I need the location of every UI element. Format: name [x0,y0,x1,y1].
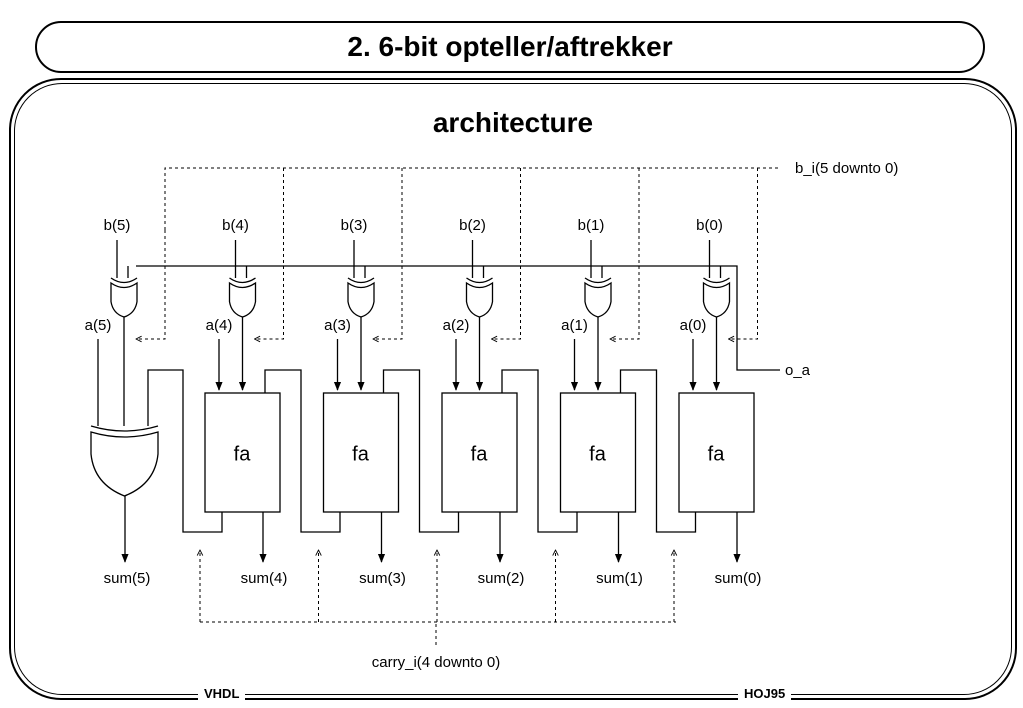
footer-author: HOJ95 [738,686,792,702]
stage-0: b(0) sum(0) fa a(0) [674,168,761,622]
sum-label: sum(3) [359,570,406,587]
sum-label: sum(1) [596,570,643,587]
xor-gate-3-body [347,281,375,318]
xor-gate-0-back [703,277,730,284]
a-label: a(4) [206,317,233,334]
xor-gate-4 [228,277,257,318]
page-title: 2. 6-bit opteller/aftrekker [347,31,673,62]
fa-label: fa [471,443,489,465]
fa-block [322,392,400,513]
bus-b-label: b_i(5 downto 0) [795,160,898,177]
carry-line [619,369,697,533]
bus-drop-arrow [255,230,284,339]
xor-gate-5-body [110,281,138,318]
bus-drop-arrow [610,230,640,339]
a-label: a(5) [85,317,112,334]
xor-gate-1-body [584,281,612,318]
bus-drop-arrow [492,230,521,339]
bus-drop-arrow [136,230,166,339]
a-label: a(0) [680,317,707,334]
stage-2: b(2) sum(2) fa a(2) [437,168,578,622]
b-label: b(3) [341,217,368,234]
fa-block [441,392,518,513]
stage-1: b(1) sum(1) fa a(1) [556,168,697,622]
architecture-heading: architecture [433,107,593,138]
fa-block [204,392,281,513]
xor-gate-2-body [465,281,494,318]
xor-gate-1-back [584,277,612,284]
xor-gate-3-back [347,277,375,284]
fa-label: fa [589,443,607,465]
xor-gate-5-back [110,277,138,284]
oa-line [136,265,780,371]
slide-frame [9,78,1017,700]
sum-label: sum(5) [104,570,151,587]
slide-frame-inner [14,83,1012,695]
xor-gate-4-back [229,277,256,284]
title-bar: 2. 6-bit opteller/aftrekker [35,21,985,73]
a-label: a(2) [443,317,470,334]
b-label: b(5) [104,217,131,234]
bus-drop-arrow [729,230,758,339]
carry-label: carry_i(4 downto 0) [372,654,500,671]
a-label: a(1) [561,317,588,334]
a-label: a(3) [324,317,351,334]
footer-vhdl: VHDL [198,686,246,702]
b-label: b(0) [696,217,723,234]
b-label: b(2) [459,217,486,234]
xor-gate-3 [347,277,375,318]
xor-gate-5 [110,277,138,318]
xor-gate-4-body [228,281,257,318]
oa-label: o_a [785,362,811,379]
stage-4: b(4) sum(4) fa a(4) [200,168,341,622]
fa-label: fa [234,443,252,465]
sum-label: sum(2) [478,570,525,587]
carry-in-line [147,369,223,533]
stage-3: b(3) sum(3) fa a(3) [319,168,460,622]
bus-b-line [164,167,780,230]
xor-gate-1 [584,277,612,318]
b-label: b(4) [222,217,249,234]
b-label: b(1) [578,217,605,234]
sum-label: sum(0) [715,570,762,587]
sum-label: sum(4) [241,570,288,587]
carry-line [501,369,578,533]
xor-gate-0 [702,277,731,318]
fa-block [678,392,755,513]
sum-xor-back [90,425,159,432]
carry-line [264,369,341,533]
carry-line [382,369,460,533]
xor-gate-0-body [702,281,731,318]
fa-label: fa [708,443,726,465]
sum-xor-body [90,431,159,497]
bus-drop-arrow [373,230,403,339]
xor-gate-2 [465,277,494,318]
fa-label: fa [352,443,370,465]
fa-block [559,392,637,513]
stage-5: b(5) sum(5) a(5) [85,217,223,587]
xor-gate-2-back [466,277,493,284]
